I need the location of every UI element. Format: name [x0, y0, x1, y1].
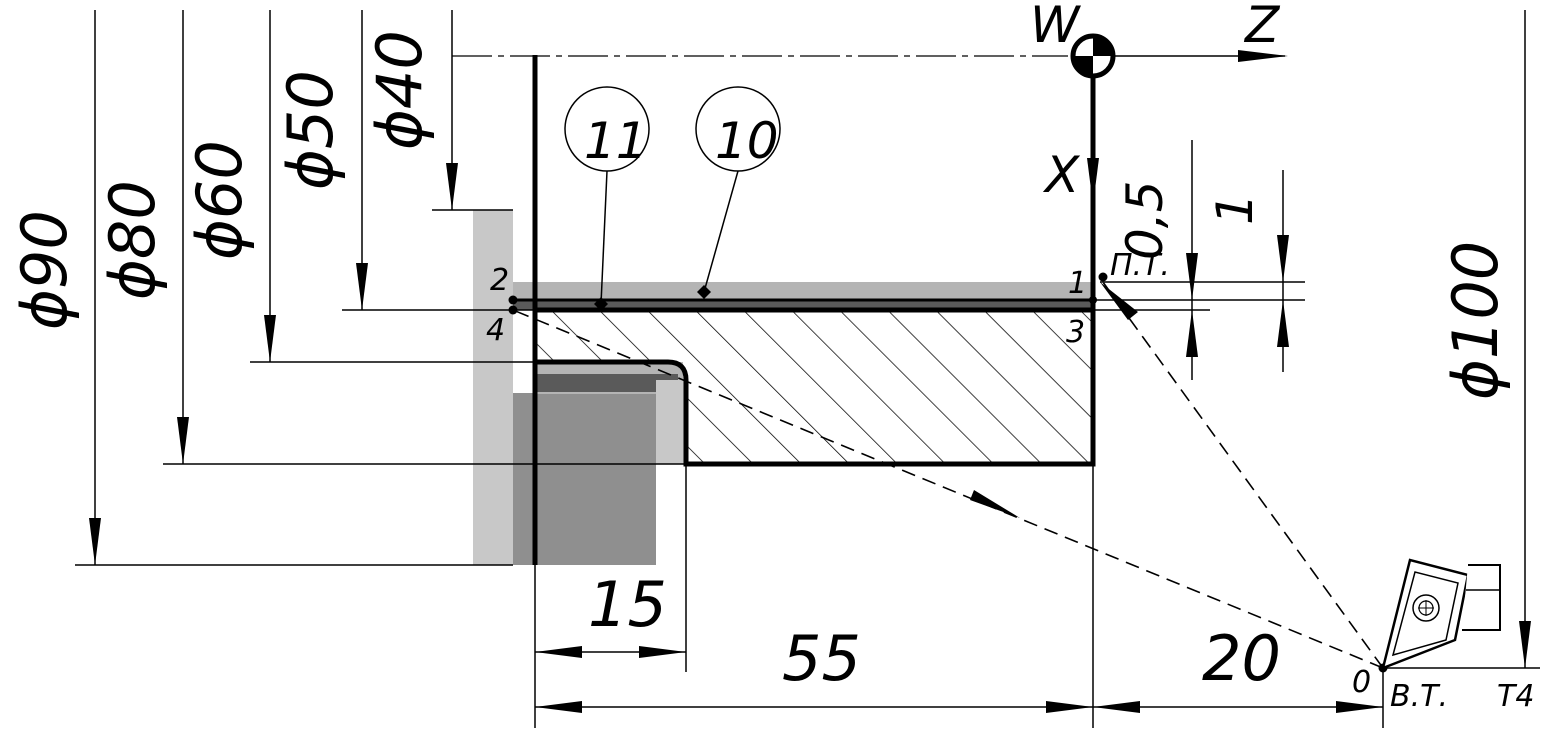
axis-w-label: W — [1030, 0, 1081, 54]
length-20-label: 20 — [1202, 622, 1281, 695]
step-allowance-dark — [535, 374, 678, 392]
diameter-50-label: ϕ50 — [274, 70, 347, 190]
point-0-label: 0 — [1352, 665, 1371, 700]
allowance-dimensions — [1093, 140, 1305, 380]
point-4-label: 4 — [486, 313, 505, 348]
allowance-05-label: 0,5 — [1116, 180, 1174, 260]
length-55-label: 55 — [782, 622, 861, 695]
workpiece-zero — [1070, 33, 1288, 205]
start-point-label: П.Т. — [1110, 248, 1170, 283]
point-1-label: 1 — [1068, 266, 1087, 301]
diameter-40-label: ϕ40 — [363, 30, 436, 150]
horizontal-dimensions — [534, 464, 1540, 728]
point-2-marker — [508, 295, 518, 305]
callout-10-label: 10 — [715, 112, 779, 170]
stock-blocks — [473, 210, 1093, 565]
part-section — [532, 307, 1096, 467]
axis-x-label: X — [1042, 146, 1081, 204]
point-1-marker — [1098, 272, 1108, 282]
length-15-label: 15 — [588, 568, 667, 641]
tool-number-label: T4 — [1497, 679, 1534, 714]
step-allowance-side — [656, 380, 684, 464]
bore-allowance-dark — [513, 300, 1093, 310]
callout-10 — [695, 86, 781, 299]
point-4-marker — [508, 305, 518, 315]
diameter-90-label: ϕ90 — [8, 210, 81, 330]
diameter-80-label: ϕ80 — [96, 180, 169, 300]
callout-11-label: 11 — [584, 112, 648, 170]
diameter-60-label: ϕ60 — [183, 140, 256, 260]
point-3-label: 3 — [1066, 315, 1085, 350]
allowance-1-label: 1 — [1206, 193, 1264, 225]
point-2-label: 2 — [490, 263, 509, 298]
chuck-jaw-outer — [473, 210, 513, 565]
diameter-dimension-lines — [75, 10, 1531, 668]
diameter-100-label: ϕ100 — [1439, 241, 1512, 400]
home-point-label: В.Т. — [1390, 679, 1448, 714]
axis-z-label: Z — [1243, 0, 1281, 54]
cutting-tool-icon — [1381, 558, 1501, 671]
